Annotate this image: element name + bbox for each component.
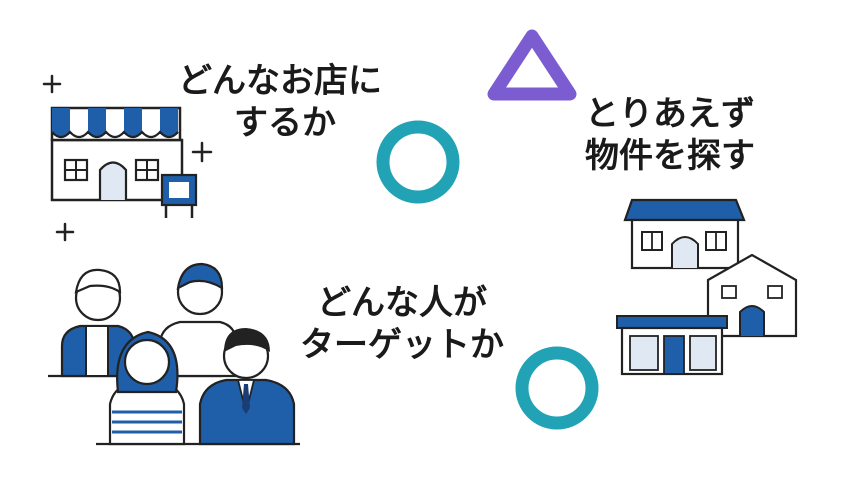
label-property-line2: 物件を探す [585,136,755,176]
label-store-type: どんなお店に するか [178,60,382,144]
circle-shape-upper [376,120,460,204]
storefront-icon [50,106,198,218]
label-target-line2: ターゲットか [300,325,504,365]
label-target-audience: どんな人が ターゲットか [300,282,504,366]
label-store-line1: どんなお店に [178,61,382,101]
triangle-shape [487,29,577,101]
label-find-property: とりあえず 物件を探す [585,93,755,177]
buildings-icon [616,198,798,376]
label-property-line1: とりあえず [585,94,755,134]
people-group-icon [48,262,300,446]
sparkle-icon [42,74,213,242]
label-target-line1: どんな人が [317,283,487,323]
label-store-line2: するか [234,103,336,143]
circle-shape-lower [515,346,599,430]
